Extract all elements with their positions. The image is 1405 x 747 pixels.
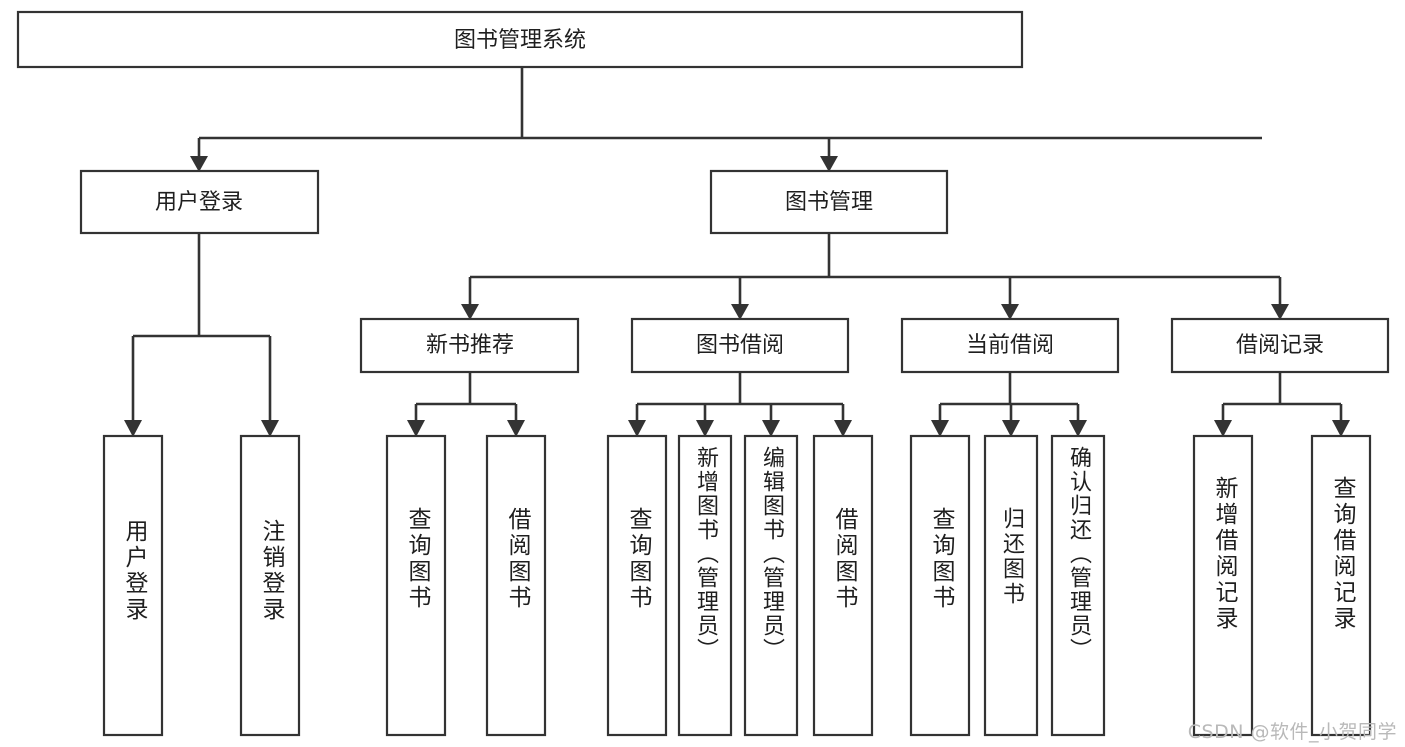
current-borrow-label: 当前借阅 <box>966 333 1054 358</box>
node-current-borrow[interactable]: 当前借阅 <box>900 317 1120 374</box>
leaf-box-rec-query2[interactable] <box>1310 434 1372 737</box>
node-new-book-rec[interactable]: 新书推荐 <box>359 317 580 374</box>
borrow-record-label: 借阅记录 <box>1236 333 1324 358</box>
arrowhead-leaf-borrow-add <box>696 420 714 437</box>
user-login-label: 用户登录 <box>155 190 243 215</box>
user-login-box[interactable] <box>79 169 320 235</box>
node-user-login[interactable]: 用户登录 <box>79 169 320 235</box>
leaf-box-cur-query[interactable] <box>909 434 971 737</box>
root-box[interactable] <box>16 10 1024 69</box>
book-borrow-label: 图书借阅 <box>696 333 784 358</box>
leaf-box-borrow-edit[interactable] <box>743 434 799 737</box>
book-manage-label: 图书管理 <box>785 190 873 215</box>
edge-group-current-borrow-to-leaves <box>931 372 1087 437</box>
arrowhead-current-borrow <box>1001 304 1019 320</box>
arrowhead-leaf-rec-add <box>1214 420 1232 437</box>
new-book-rec-box[interactable] <box>359 317 580 374</box>
arrowhead-leaf-cur-confirm <box>1069 420 1087 437</box>
node-book-borrow[interactable]: 图书借阅 <box>630 317 850 374</box>
arrowhead-leaf-rec-borrow <box>507 420 525 437</box>
watermark: CSDN @软件_小贺同学 <box>1187 721 1397 743</box>
current-borrow-box[interactable] <box>900 317 1120 374</box>
leaf-box-borrow-add[interactable] <box>677 434 733 737</box>
root-label: 图书管理系统 <box>454 28 586 53</box>
edge-group-level2-to-level3 <box>461 233 1289 320</box>
leaf-box-user-login[interactable] <box>102 434 164 737</box>
leaf-box-borrow-do[interactable] <box>812 434 874 737</box>
arrowhead-leaf-borrow-query <box>628 420 646 437</box>
arrowhead-leaf-borrow-do <box>834 420 852 437</box>
arrowhead-book-borrow <box>731 304 749 320</box>
new-book-rec-label: 新书推荐 <box>426 333 514 358</box>
arrowhead-leaf-rec-query2 <box>1332 420 1350 437</box>
edge-group-user-login-to-leaves <box>124 233 279 437</box>
leaf-box-user-logout[interactable] <box>239 434 301 737</box>
leaf-box-cur-return[interactable] <box>983 434 1039 737</box>
leaf-box-rec-borrow[interactable] <box>485 434 547 737</box>
arrowhead-leaf-rec-query <box>407 420 425 437</box>
leaf-box-cur-confirm[interactable] <box>1050 434 1106 737</box>
node-borrow-record[interactable]: 借阅记录 <box>1170 317 1390 374</box>
book-borrow-box[interactable] <box>630 317 850 374</box>
leaf-box-rec-query[interactable] <box>385 434 447 737</box>
arrowhead-leaf-borrow-edit <box>762 420 780 437</box>
borrow-record-box[interactable] <box>1170 317 1390 374</box>
arrowhead-leaf-user-logout <box>261 420 279 437</box>
edge-group-book-borrow-to-leaves <box>628 372 852 437</box>
node-book-manage[interactable]: 图书管理 <box>709 169 949 235</box>
arrowhead-leaf-cur-return <box>1002 420 1020 437</box>
book-manage-box[interactable] <box>709 169 949 235</box>
arrowhead-borrow-record <box>1271 304 1289 320</box>
arrowhead-book-manage <box>820 156 838 172</box>
arrowhead-user-login <box>190 156 208 172</box>
leaf-box-rec-add[interactable] <box>1192 434 1254 737</box>
leaf-box-borrow-query[interactable] <box>606 434 668 737</box>
edge-group-root-to-level2 <box>190 67 1262 172</box>
edge-group-borrow-record-to-leaves <box>1214 372 1350 437</box>
arrowhead-new-book-rec <box>461 304 479 320</box>
edge-group-new-book-rec-to-leaves <box>407 372 525 437</box>
node-root[interactable]: 图书管理系统 <box>16 10 1024 69</box>
arrowhead-leaf-cur-query <box>931 420 949 437</box>
arrowhead-leaf-user-login <box>124 420 142 437</box>
leaf-boxes <box>102 434 1372 737</box>
